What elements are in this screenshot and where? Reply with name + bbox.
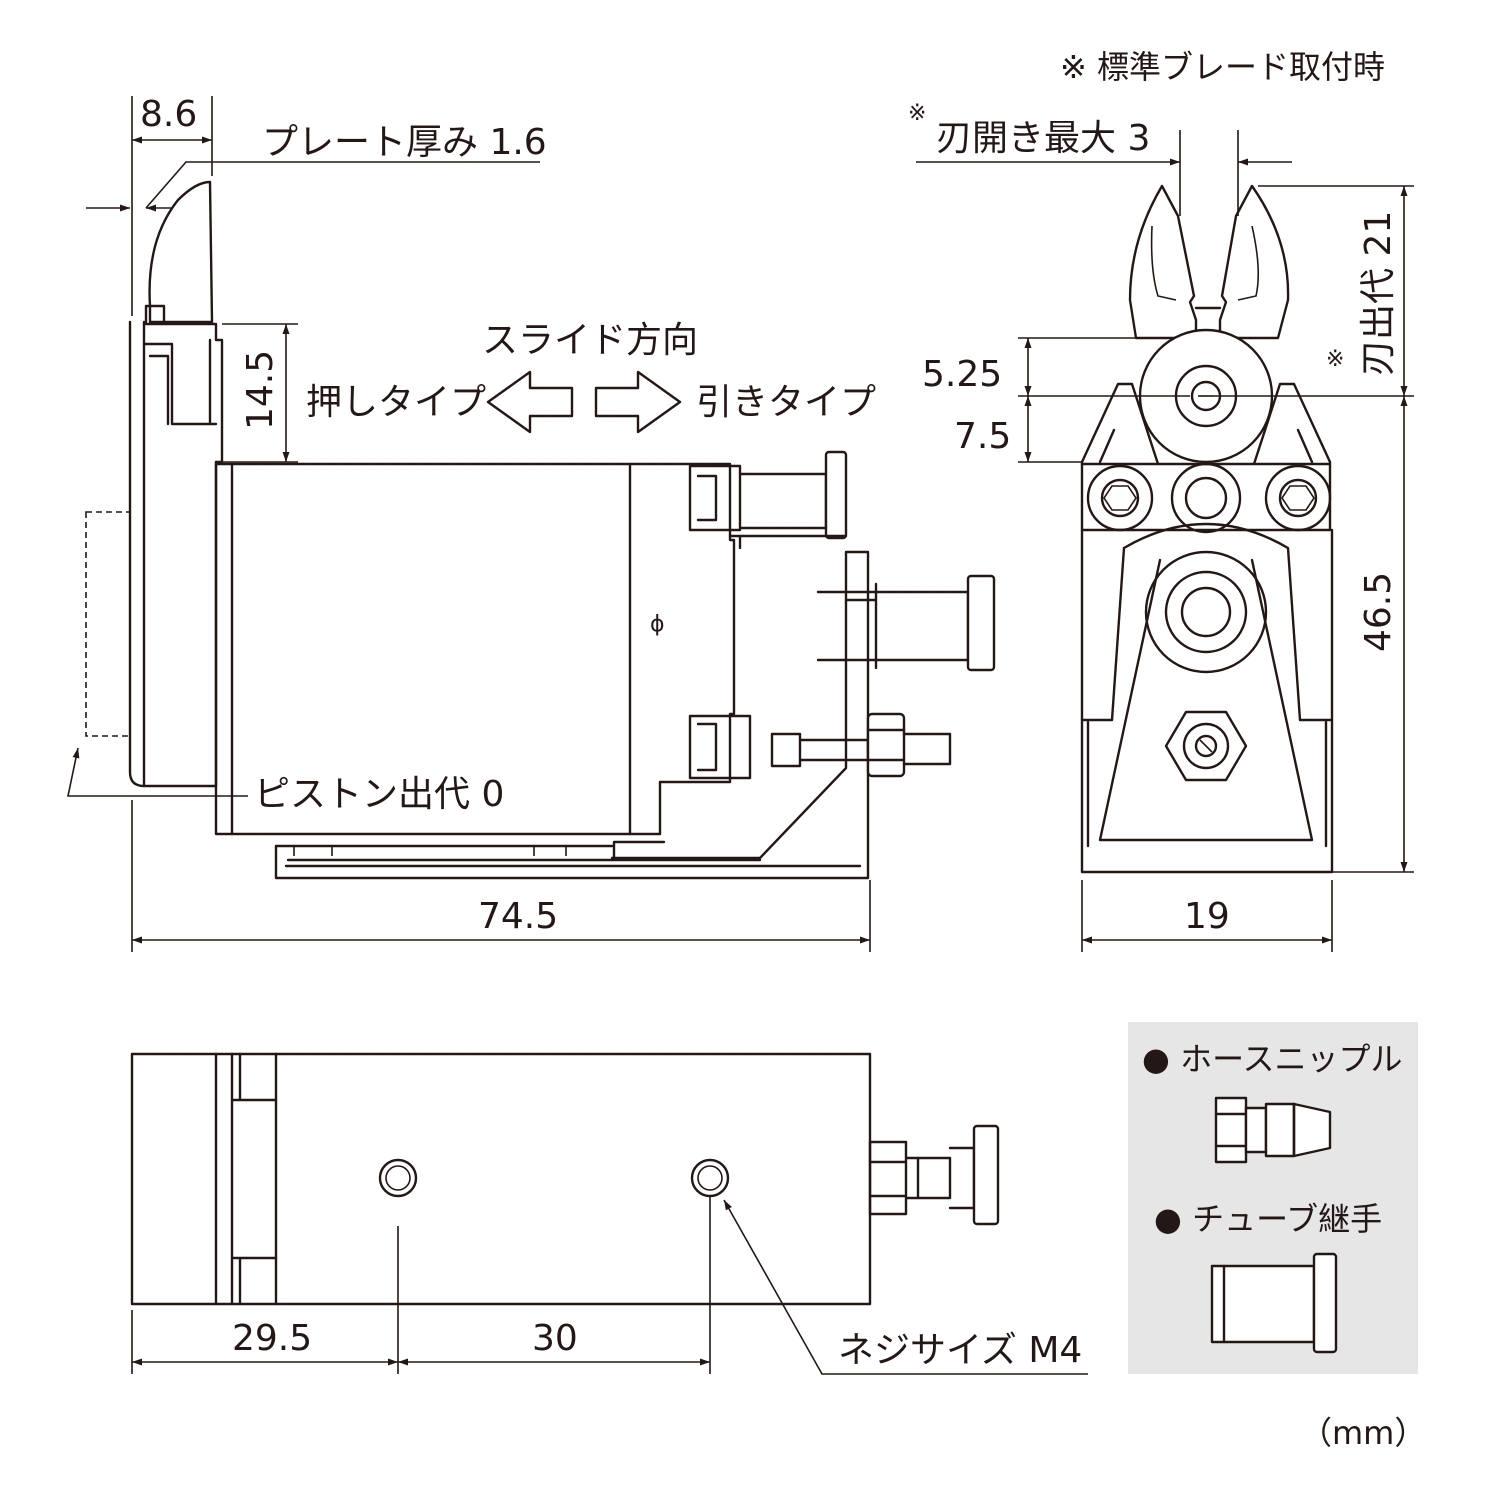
blade-opening-mark: ※	[908, 101, 926, 126]
tube-fitting-label: ● チューブ継手	[1154, 1200, 1382, 1238]
bottom-view	[130, 1052, 1000, 1306]
top-port	[688, 464, 828, 532]
standard-blade-note: ※ 標準ブレード取付時	[1060, 48, 1385, 86]
fitting-legend: ● ホースニップル ● チューブ継手	[1128, 1022, 1418, 1374]
dim-74-5: 74.5	[478, 896, 558, 937]
bottom-body	[130, 1052, 872, 1306]
hex-screw-right-icon	[1278, 478, 1318, 518]
front-blade-right	[1218, 184, 1290, 340]
bottom-fitting	[868, 1140, 976, 1216]
rear-cover	[628, 462, 736, 836]
center-bushing	[1184, 476, 1228, 520]
blade-holder	[142, 322, 224, 464]
piston-dashed-outline	[85, 511, 131, 737]
pull-type-label: 引きタイプ	[696, 382, 876, 423]
push-arrow-icon	[486, 370, 574, 434]
plate-thickness-label: プレート厚み 1.6	[262, 122, 547, 163]
mounting-bracket	[274, 550, 870, 880]
side-view: ϕ	[67, 180, 996, 880]
blade-protrusion-label: 刃出代 21	[1358, 211, 1399, 376]
mount-hole-1-icon	[378, 1158, 418, 1198]
screw-size-label: ネジサイズ M4	[838, 1330, 1082, 1371]
slide-direction-label: スライド方向	[482, 320, 698, 361]
dim-7-5: 7.5	[954, 416, 1011, 457]
dim-30: 30	[532, 1318, 578, 1359]
bottom-dimensions: 29.5 30 ネジサイズ M4	[131, 1196, 1088, 1375]
hose-nipple-icon	[1214, 1096, 1332, 1164]
hose-nipple-label: ● ホースニップル	[1142, 1040, 1403, 1078]
dim-8-6: 8.6	[140, 94, 197, 135]
push-type-label: 押しタイプ	[306, 382, 486, 423]
blade-protrusion-mark: ※	[1326, 347, 1344, 372]
dim-5-25: 5.25	[922, 354, 1002, 395]
bracket-bolt	[770, 732, 870, 768]
lower-boss	[1164, 570, 1248, 654]
pull-arrow-icon	[594, 370, 682, 434]
tube-fitting-icon	[1210, 1252, 1338, 1354]
side-blade	[148, 180, 214, 324]
front-dimensions: ※ 刃開き最大 3 ※ 刃出代 21 5.25 7.5 46.5 19	[908, 101, 1414, 952]
blade-opening-label: 刃開き最大 3	[936, 118, 1150, 159]
side-fitting	[816, 582, 970, 670]
front-blade-left	[1128, 184, 1198, 340]
hex-nut-icon	[1164, 710, 1248, 782]
side-dimensions: 8.6 プレート厚み 1.6 14.5 スライド方向 押しタイプ 引きタイプ ピ…	[86, 94, 876, 952]
hex-screw-left-icon	[1100, 478, 1140, 518]
phi-mark: ϕ	[650, 612, 665, 637]
unit-note: （mm）	[1300, 1414, 1426, 1452]
piston-stroke-label: ピストン出代 0	[254, 774, 504, 815]
dim-29-5: 29.5	[232, 1318, 312, 1359]
front-view	[1080, 184, 1334, 874]
lower-body	[1080, 528, 1334, 874]
bottom-port	[688, 714, 752, 780]
dim-46-5: 46.5	[1358, 572, 1399, 652]
dim-19: 19	[1184, 896, 1230, 937]
dim-14-5: 14.5	[240, 350, 281, 430]
cylinder-body	[214, 462, 632, 836]
